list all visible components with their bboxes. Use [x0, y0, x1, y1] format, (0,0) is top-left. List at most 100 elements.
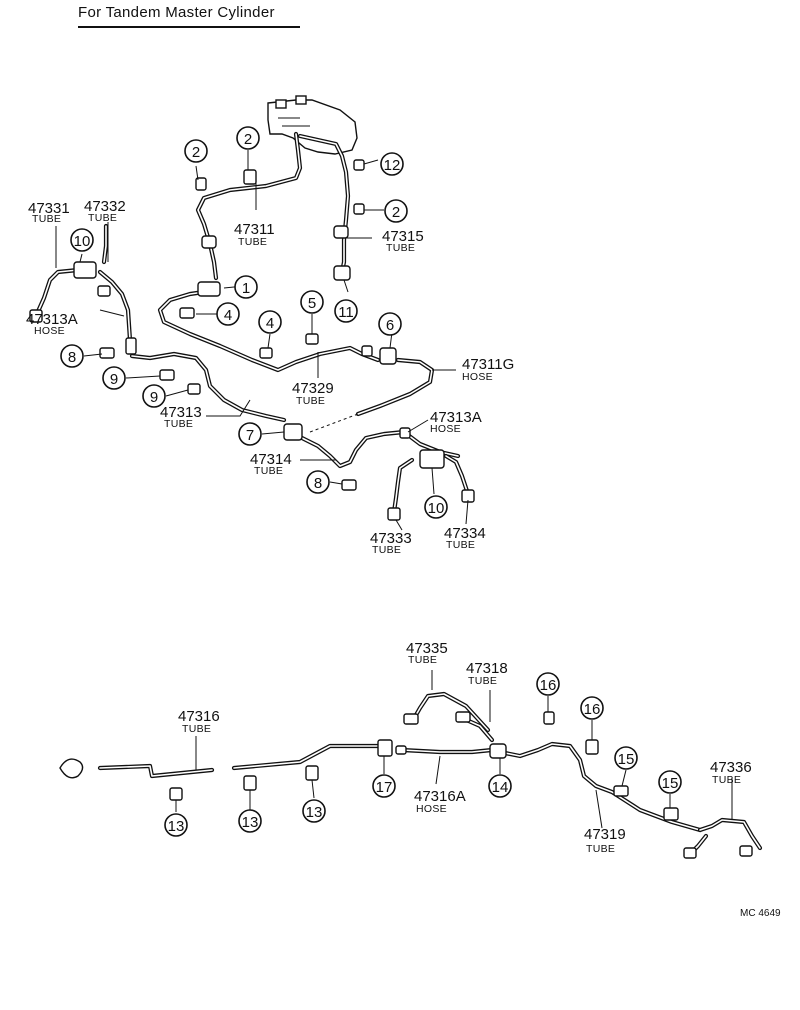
- svg-text:10: 10: [428, 500, 445, 517]
- left-pipe-group: [33, 223, 133, 343]
- svg-text:47334: 47334: [444, 525, 486, 542]
- svg-text:47319: 47319: [584, 826, 626, 843]
- callout-11: 11: [334, 299, 358, 323]
- svg-text:TUBE: TUBE: [372, 544, 401, 556]
- label-47315: 47315 TUBE: [382, 228, 424, 254]
- svg-text:6: 6: [386, 317, 394, 334]
- svg-text:47329: 47329: [292, 380, 334, 397]
- svg-text:2: 2: [392, 204, 400, 221]
- label-47316: 47316 TUBE: [178, 708, 220, 735]
- svg-text:47313A: 47313A: [26, 311, 78, 328]
- svg-text:5: 5: [308, 295, 316, 312]
- callout-16-left: 16: [536, 672, 560, 696]
- svg-text:HOSE: HOSE: [34, 325, 65, 337]
- svg-text:13: 13: [242, 814, 259, 831]
- page-title: For Tandem Master Cylinder: [78, 4, 275, 21]
- svg-text:TUBE: TUBE: [446, 539, 475, 551]
- svg-text:47314: 47314: [250, 451, 292, 468]
- callout-5: 5: [300, 290, 324, 314]
- svg-text:47332: 47332: [84, 198, 126, 215]
- figure-reference: MC 4649: [740, 908, 781, 919]
- label-47311: 47311 TUBE: [234, 221, 275, 248]
- svg-text:47316: 47316: [178, 708, 220, 725]
- callout-4-center: 4: [258, 310, 282, 334]
- upper-pipe-network: [157, 131, 435, 433]
- svg-text:4: 4: [266, 315, 274, 332]
- label-47316A: 47316A HOSE: [414, 788, 466, 815]
- callout-2-right: 2: [384, 199, 408, 223]
- callout-8-left: 8: [60, 344, 84, 368]
- label-47314: 47314 TUBE: [250, 451, 292, 477]
- svg-text:HOSE: HOSE: [416, 803, 447, 815]
- callout-2-top-left: 2: [184, 139, 208, 163]
- svg-text:TUBE: TUBE: [386, 242, 415, 254]
- callout-2-top-center: 2: [236, 126, 260, 150]
- callout-10-right: 10: [424, 495, 448, 519]
- svg-text:7: 7: [246, 427, 254, 444]
- callout-7: 7: [238, 422, 262, 446]
- callout-1: 1: [234, 275, 258, 299]
- callout-15-right: 15: [658, 770, 682, 794]
- label-47331: 47331 TUBE: [28, 200, 70, 225]
- svg-text:2: 2: [244, 131, 252, 148]
- svg-text:47311G: 47311G: [462, 356, 514, 373]
- label-47313A-right: 47313A HOSE: [430, 409, 482, 435]
- svg-text:TUBE: TUBE: [468, 675, 497, 687]
- callout-13-right: 13: [302, 799, 326, 823]
- svg-text:47335: 47335: [406, 640, 448, 657]
- svg-text:TUBE: TUBE: [408, 654, 437, 666]
- svg-text:9: 9: [150, 389, 158, 406]
- svg-text:47313: 47313: [160, 404, 202, 421]
- svg-text:12: 12: [384, 157, 401, 174]
- label-47333: 47333 TUBE: [370, 530, 412, 556]
- svg-text:9: 9: [110, 371, 118, 388]
- label-47319: 47319 TUBE: [584, 826, 626, 855]
- label-47334: 47334 TUBE: [444, 525, 486, 551]
- svg-text:13: 13: [306, 804, 323, 821]
- title-underline: [78, 26, 300, 28]
- callout-13-center: 13: [238, 809, 262, 833]
- svg-text:47318: 47318: [466, 660, 508, 677]
- callout-10-left: 10: [70, 228, 94, 252]
- callout-14: 14: [488, 774, 512, 798]
- svg-text:TUBE: TUBE: [712, 774, 741, 786]
- svg-text:47331: 47331: [28, 200, 70, 217]
- svg-text:10: 10: [74, 233, 91, 250]
- svg-text:HOSE: HOSE: [462, 371, 493, 383]
- lower-fittings: [59, 711, 753, 859]
- callout-6: 6: [378, 312, 402, 336]
- svg-text:47315: 47315: [382, 228, 424, 245]
- svg-text:47316A: 47316A: [414, 788, 466, 805]
- label-47336: 47336 TUBE: [710, 759, 752, 786]
- svg-text:47333: 47333: [370, 530, 412, 547]
- pipes-47333-47334: [391, 453, 471, 515]
- callout-17: 17: [372, 774, 396, 798]
- label-47318: 47318 TUBE: [466, 660, 508, 687]
- label-47313A-left: 47313A HOSE: [26, 311, 78, 337]
- label-47311G: 47311G HOSE: [462, 356, 514, 383]
- svg-text:TUBE: TUBE: [32, 213, 61, 225]
- svg-text:16: 16: [540, 677, 557, 694]
- callout-4-left: 4: [216, 302, 240, 326]
- svg-text:2: 2: [192, 144, 200, 161]
- svg-text:4: 4: [224, 307, 232, 324]
- label-47313: 47313 TUBE: [160, 404, 202, 430]
- svg-text:TUBE: TUBE: [238, 236, 267, 248]
- svg-text:TUBE: TUBE: [164, 418, 193, 430]
- upper-fittings: [29, 159, 475, 521]
- callout-16-right: 16: [580, 696, 604, 720]
- svg-text:47311: 47311: [234, 221, 275, 238]
- callout-9-upper: 9: [102, 366, 126, 390]
- svg-text:HOSE: HOSE: [430, 423, 461, 435]
- svg-text:TUBE: TUBE: [296, 395, 325, 407]
- svg-text:TUBE: TUBE: [586, 843, 615, 855]
- svg-text:1: 1: [242, 280, 250, 297]
- svg-text:13: 13: [168, 818, 185, 835]
- pipe-47314: [299, 429, 461, 469]
- svg-text:16: 16: [584, 701, 601, 718]
- svg-text:47336: 47336: [710, 759, 752, 776]
- svg-text:14: 14: [492, 779, 509, 796]
- master-cylinder: [267, 95, 358, 155]
- callout-9-lower: 9: [142, 384, 166, 408]
